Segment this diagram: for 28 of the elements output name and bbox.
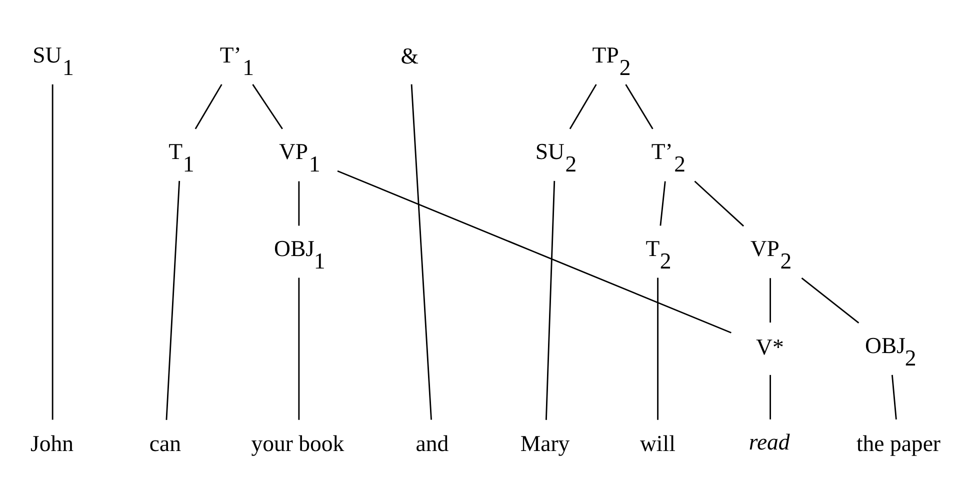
node-text: and [416, 430, 449, 456]
connector [569, 84, 597, 129]
connector [337, 170, 732, 333]
connector [410, 84, 432, 420]
node-text: John [30, 430, 74, 456]
connector [298, 277, 300, 420]
connector [770, 278, 772, 322]
connector [660, 180, 666, 226]
connector [252, 84, 283, 129]
connector [770, 374, 772, 419]
node-text: can [149, 430, 182, 456]
connector [891, 374, 897, 419]
node-text: V* [756, 334, 784, 359]
connector [694, 180, 744, 226]
node-text: Mary [520, 430, 570, 456]
node-text: will [640, 430, 676, 456]
node-text: your book [251, 430, 344, 456]
connector [298, 180, 300, 226]
connector [625, 84, 654, 129]
node-text: read [748, 429, 790, 454]
node-text: the paper [856, 430, 941, 456]
node-text: & [400, 43, 418, 68]
connector [194, 84, 222, 129]
connector [52, 84, 54, 420]
connector [657, 277, 659, 420]
connector [545, 180, 556, 420]
connector [801, 277, 860, 323]
connector [166, 180, 180, 420]
